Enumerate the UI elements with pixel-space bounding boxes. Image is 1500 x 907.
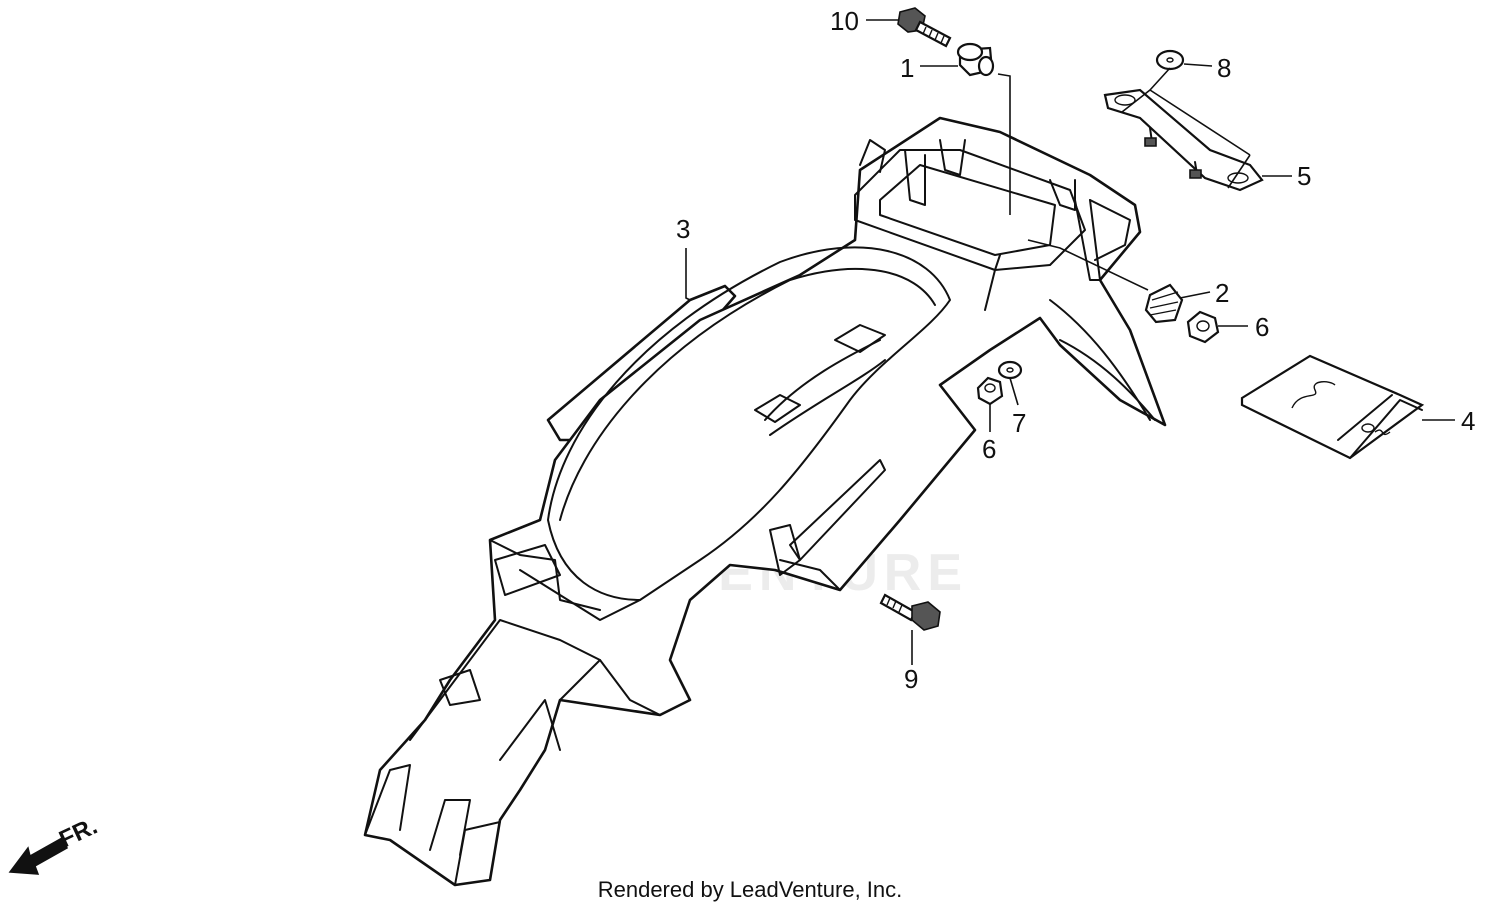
callout-3: 3: [676, 214, 690, 244]
callout-2: 2: [1215, 278, 1229, 308]
callout-6-right: 6: [1255, 312, 1269, 342]
bracket-plate-part-5: [1103, 88, 1264, 192]
front-direction-arrow-icon: [8, 836, 68, 875]
callout-8: 8: [1217, 53, 1231, 83]
front-direction-indicator: FR.: [8, 813, 102, 875]
callout-6-center: 6: [982, 434, 996, 464]
footer-credit: Rendered by LeadVenture, Inc.: [598, 877, 903, 902]
callout-4: 4: [1461, 406, 1475, 436]
bolt-part-9: [879, 593, 941, 631]
washer-part-8: [1155, 49, 1185, 71]
nut-part-6-center: [976, 376, 1004, 406]
leader-lines: [685, 19, 1455, 665]
grommet-part-2: [1144, 283, 1184, 324]
rear-fender-body: [363, 116, 1167, 887]
callout-10: 10: [830, 6, 859, 36]
washer-part-7: [997, 360, 1023, 380]
cover-part-4: [1240, 354, 1425, 460]
callout-7: 7: [1012, 408, 1026, 438]
nut-part-6-right: [1186, 310, 1220, 344]
callout-1: 1: [900, 53, 914, 83]
callout-9: 9: [904, 664, 918, 694]
callout-5: 5: [1297, 161, 1311, 191]
bolt-part-10: [897, 7, 952, 48]
callout-labels: 10 1 8 5 3 2 6 7 4 6 9: [676, 6, 1475, 694]
collar-part-1: [956, 42, 995, 77]
